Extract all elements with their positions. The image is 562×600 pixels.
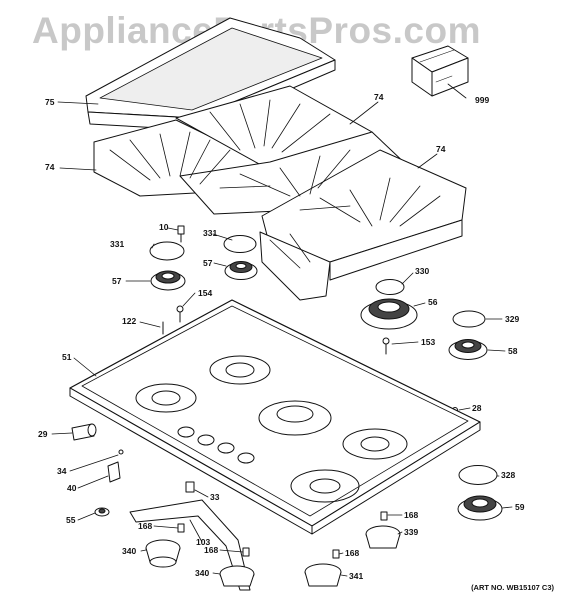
callout-74-right-top: 74 xyxy=(374,92,384,102)
callout-33: 33 xyxy=(210,492,220,502)
callout-75: 75 xyxy=(45,97,55,107)
callout-57-mid: 57 xyxy=(203,258,213,268)
callout-40: 40 xyxy=(67,483,77,493)
callout-168-right: 168 xyxy=(404,510,419,520)
callout-29: 29 xyxy=(38,429,48,439)
callout-28: 28 xyxy=(472,403,482,413)
callout-329: 329 xyxy=(505,314,520,324)
callout-56: 56 xyxy=(428,297,438,307)
callout-74-left: 74 xyxy=(45,162,55,172)
grate-finger-lines xyxy=(109,99,441,269)
callout-59: 59 xyxy=(515,502,525,512)
screws xyxy=(162,225,458,413)
leader-lines xyxy=(51,83,513,577)
callout-328: 328 xyxy=(501,470,516,480)
art-number: (ART NO. WB15107 C3) xyxy=(471,583,554,592)
knob-and-small-parts xyxy=(71,423,195,517)
callout-58: 58 xyxy=(508,346,518,356)
callout-74-right: 74 xyxy=(436,144,446,154)
callout-340-lower: 340 xyxy=(195,568,210,578)
burner-heads xyxy=(150,261,503,521)
callout-330: 330 xyxy=(415,266,430,276)
callout-168-lower: 168 xyxy=(345,548,360,558)
callout-34: 34 xyxy=(57,466,67,476)
callout-51: 51 xyxy=(62,352,72,362)
callout-154: 154 xyxy=(198,288,213,298)
callout-168-mid: 168 xyxy=(204,545,219,555)
callout-341: 341 xyxy=(349,571,364,581)
callout-999: 999 xyxy=(475,95,490,105)
callout-340-upper: 340 xyxy=(122,546,137,556)
callout-10: 10 xyxy=(159,222,169,232)
callout-339: 339 xyxy=(404,527,419,537)
callout-331-left: 331 xyxy=(110,239,125,249)
part-51-cooktop xyxy=(69,299,481,535)
callout-331-mid: 331 xyxy=(203,228,218,238)
callout-57-left: 57 xyxy=(112,276,122,286)
callout-103: 103 xyxy=(196,537,211,547)
callout-153: 153 xyxy=(421,337,436,347)
callout-55: 55 xyxy=(66,515,76,525)
part-103-manifold xyxy=(129,499,251,591)
callout-122: 122 xyxy=(122,316,137,326)
callout-168-left: 168 xyxy=(138,521,153,531)
part-999-box xyxy=(411,45,469,97)
part-74-grates xyxy=(93,85,467,301)
